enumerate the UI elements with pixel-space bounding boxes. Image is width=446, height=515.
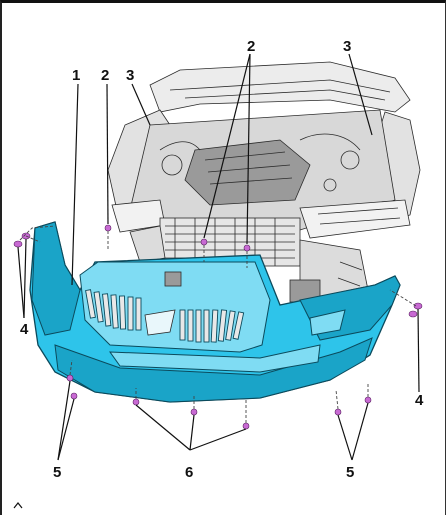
screw-4-left-a [13,240,23,248]
callout-4-left: 4 [20,321,29,338]
callout-2-left: 2 [101,67,109,84]
screw-4-right-b [408,310,418,318]
clip-2-left-fastener [104,224,112,232]
vehicle-front-line-art [107,61,421,311]
callout-4-right: 4 [415,392,424,409]
callout-3-right: 3 [343,38,351,55]
callout-2-top: 2 [247,38,255,55]
callout-5-left: 5 [53,464,61,481]
clip-2-right-fastener [243,244,251,252]
callout-5-right: 5 [346,464,354,481]
fasteners [13,224,423,430]
grille-slats-right [179,309,245,343]
installation-dash-lines [19,225,417,423]
callout-1: 1 [72,67,80,84]
callout-6: 6 [185,464,193,481]
leader-lines [17,53,420,461]
callout-labels: 1 2 2 3 3 4 4 5 5 6 [20,38,424,481]
callout-3-left: 3 [126,67,134,84]
grille-slats-left [85,289,142,331]
clip-2-mid-fastener [200,238,208,246]
corner-mark-icon [13,502,23,509]
